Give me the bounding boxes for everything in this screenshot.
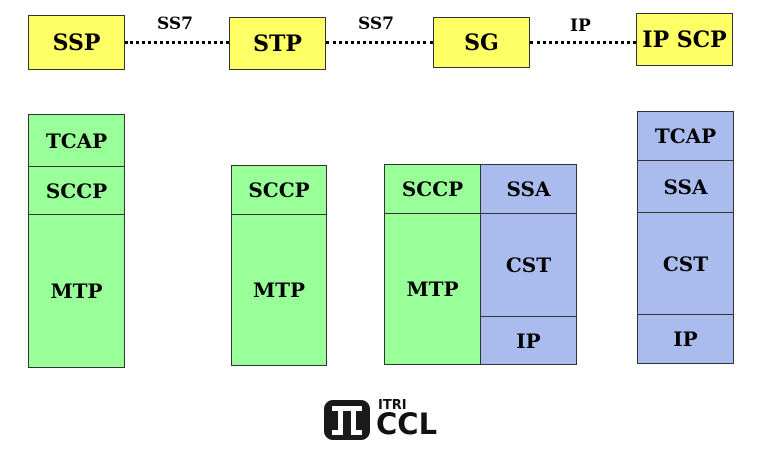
link-stp-sg (326, 41, 433, 44)
link-ssp-stp (125, 41, 229, 44)
node-stp-label: STP (253, 30, 302, 57)
sg-stack-ssa: SSA (480, 164, 577, 214)
node-ip-scp-label: IP SCP (642, 26, 727, 53)
sg-stack-ip-label: IP (516, 328, 541, 353)
logo-ccl-text: CCL (376, 407, 438, 441)
node-stp: STP (229, 17, 326, 70)
node-sg-label: SG (464, 29, 499, 56)
node-ip-scp: IP SCP (636, 13, 733, 66)
logo-itri-text: ITRI (378, 398, 407, 413)
ipscp-stack-ip: IP (637, 314, 734, 364)
ipscp-stack-tcap-label: TCAP (654, 124, 717, 148)
sg-stack-cst: CST (480, 213, 577, 317)
ssp-stack-tcap: TCAP (28, 114, 125, 167)
sg-stack-ip: IP (480, 316, 577, 365)
stp-stack-mtp-label: MTP (252, 278, 306, 302)
sg-stack-sccp: SCCP (384, 164, 481, 214)
node-ssp: SSP (28, 15, 125, 70)
ipscp-stack-cst: CST (637, 212, 734, 315)
ssp-stack-mtp-label: MTP (50, 279, 103, 303)
node-ssp-label: SSP (52, 29, 101, 56)
ipscp-stack-ip-label: IP (673, 327, 698, 351)
node-sg: SG (433, 17, 530, 68)
itri-logo-icon (324, 400, 370, 440)
link-sg-ipscp (530, 41, 636, 44)
ssp-stack-sccp: SCCP (28, 166, 125, 215)
sg-stack-sccp-label: SCCP (401, 177, 464, 201)
itri-ccl-logo: ITRI CCL (322, 396, 452, 442)
ipscp-stack-tcap: TCAP (637, 111, 734, 161)
ipscp-stack-ssa: SSA (637, 160, 734, 213)
stp-stack-sccp-label: SCCP (248, 178, 310, 202)
ssp-stack-tcap-label: TCAP (45, 128, 108, 153)
link-stp-sg-label: SS7 (358, 14, 395, 34)
sg-stack-mtp: MTP (384, 213, 481, 365)
ipscp-stack-cst-label: CST (662, 251, 709, 276)
stp-stack-mtp: MTP (231, 214, 327, 366)
sg-stack-ssa-label: SSA (506, 177, 551, 201)
stp-stack-sccp: SCCP (231, 165, 327, 215)
sg-stack-cst-label: CST (505, 253, 552, 277)
ssp-stack-sccp-label: SCCP (45, 178, 108, 203)
ssp-stack-mtp: MTP (28, 214, 125, 368)
sg-stack-mtp-label: MTP (406, 277, 459, 301)
link-sg-ipscp-label: IP (570, 16, 591, 36)
link-ssp-stp-label: SS7 (157, 14, 194, 34)
ipscp-stack-ssa-label: SSA (663, 174, 708, 199)
